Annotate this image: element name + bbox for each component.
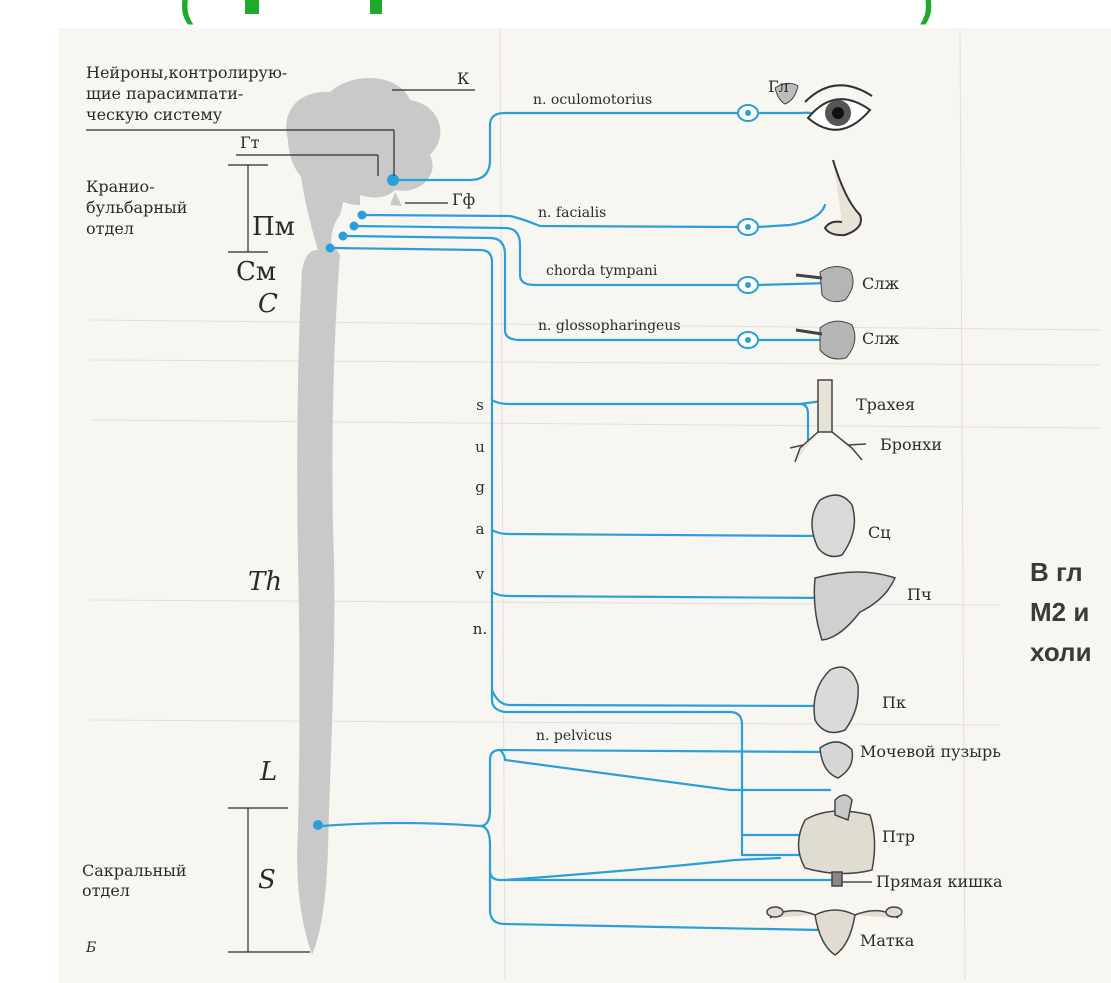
organ-label-slzh-1: Слж	[862, 275, 899, 293]
organ-label-heart: Сц	[868, 524, 891, 542]
sacral-label-line2: отдел	[82, 882, 130, 900]
bladder-icon	[820, 742, 852, 778]
segment-c-label: C	[258, 290, 278, 320]
label-pm: Пм	[252, 213, 295, 243]
organ-label-liver: Пч	[907, 586, 932, 604]
vagus-letter-s: s	[470, 396, 490, 414]
overlay-text: В гл М2 и холи	[1030, 552, 1092, 672]
organ-label-rectum: Прямая кишка	[876, 873, 1003, 891]
ganglia-centers	[745, 110, 751, 343]
organ-label-kidney: Пк	[882, 694, 906, 712]
cranio-label-line2: бульбарный	[86, 199, 187, 217]
organ-label-trachea: Трахея	[856, 396, 915, 414]
nerve-chorda-label: chorda tympani	[546, 263, 657, 279]
figure-letter-b: Б	[86, 940, 96, 956]
vagus-letter-g: g	[470, 478, 490, 496]
overlay-text-line1: В гл	[1030, 552, 1092, 592]
organ-label-bronchi: Бронхи	[880, 436, 942, 454]
background-grid	[90, 30, 1100, 980]
segment-th-label: Th	[248, 568, 282, 598]
trachea-bronchi-icon	[790, 380, 866, 462]
organ-label-intestine: Птр	[882, 828, 915, 846]
nerve-paths	[322, 113, 835, 930]
neurons-label-line2: щие парасимпати-	[86, 85, 243, 103]
organ-label-gl: Гл	[768, 78, 789, 96]
spinal-cord	[297, 246, 340, 955]
segment-s-label: S	[258, 866, 276, 896]
organ-label-slzh-2: Слж	[862, 330, 899, 348]
nerve-glosso-label: n. glossopharingeus	[538, 318, 681, 334]
kidney-icon	[814, 667, 858, 732]
nerve-pelvicus-label: n. pelvicus	[536, 728, 612, 744]
liver-icon	[814, 572, 895, 640]
vagus-letter-v: v	[470, 565, 490, 583]
neurons-label-line1: Нейроны,контролирую-	[86, 64, 287, 82]
organ-label-bladder: Мочевой пузырь	[860, 743, 1001, 761]
eye-icon	[805, 85, 872, 129]
heart-icon	[812, 495, 854, 556]
label-gf: Гф	[452, 191, 475, 209]
sacral-label-line1: Сакральный	[82, 862, 187, 880]
nerve-facialis-label: n. facialis	[538, 205, 606, 221]
overlay-text-line3: холи	[1030, 632, 1092, 672]
label-k: К	[457, 70, 469, 88]
brain	[286, 78, 440, 250]
organ-label-uterus: Матка	[860, 932, 914, 950]
label-gt: Гт	[240, 134, 259, 152]
overlay-text-line2: М2 и	[1030, 592, 1092, 632]
cranio-label-line3: отдел	[86, 220, 134, 238]
nerve-oculomotorius-label: n. oculomotorius	[533, 92, 652, 108]
nose-icon	[825, 160, 861, 235]
cranio-label-line1: Кранио-	[86, 178, 155, 196]
vagus-letter-n: n.	[470, 620, 490, 638]
vagus-letter-u: u	[470, 438, 490, 456]
intestine-icon	[799, 795, 875, 886]
label-sm: См	[236, 258, 276, 288]
neurons-label-line3: ческую систему	[86, 106, 222, 124]
vagus-letter-a: a	[470, 520, 490, 538]
segment-l-label: L	[260, 758, 277, 788]
